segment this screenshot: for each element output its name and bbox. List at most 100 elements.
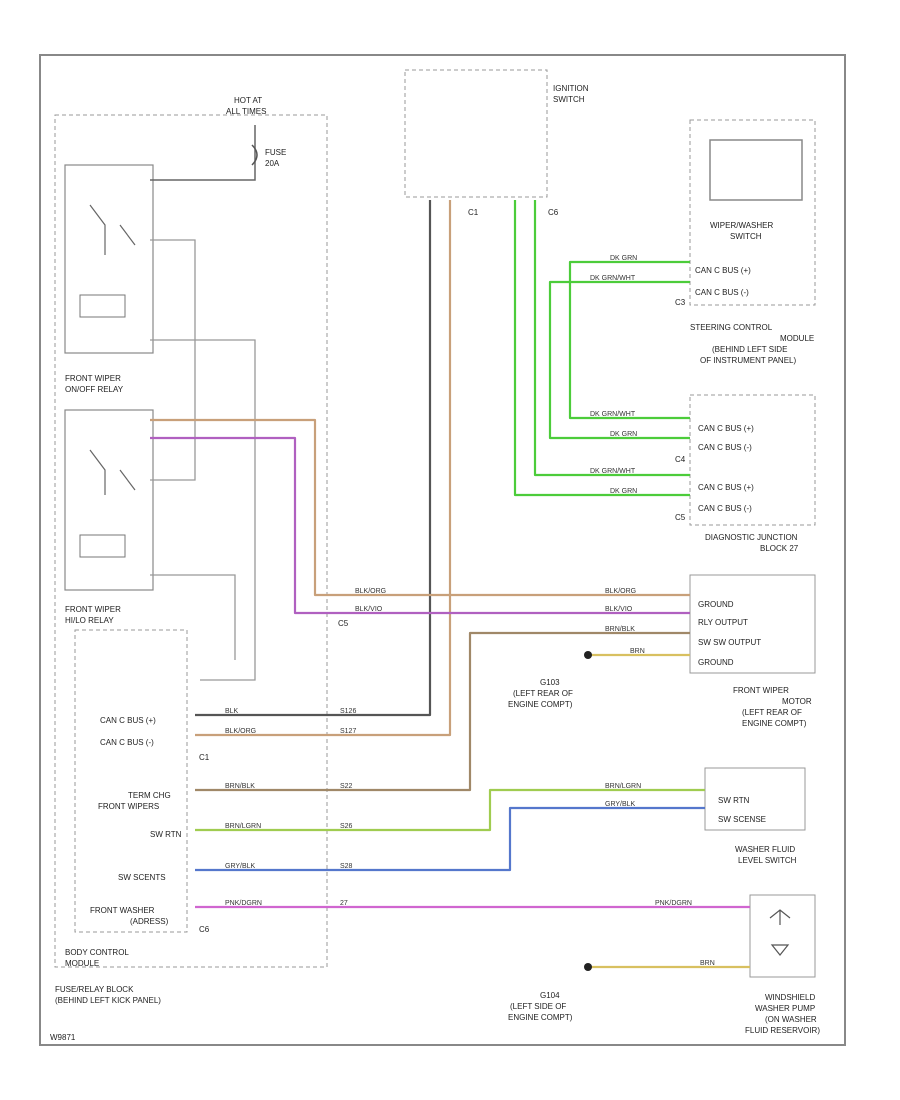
washer-fluid-switch-box	[704, 767, 806, 831]
on-off-relay-coil	[79, 294, 126, 318]
label-djb-can-minus-2: CAN C BUS (-)	[698, 504, 752, 513]
wlbl-dk-grn-wht-2: DK GRN/WHT	[590, 411, 636, 418]
wlbl-splice-5: S28	[340, 863, 353, 870]
ignition-switch-outline	[404, 69, 548, 198]
wlbl-brn-lgrn-sw: BRN/LGRN	[605, 783, 641, 790]
label-bcm-washer-1: FRONT WASHER	[90, 906, 155, 915]
label-relay1-1: FRONT WIPER	[65, 374, 121, 383]
wlbl-dk-grn-3: DK GRN	[610, 488, 637, 495]
wlbl-blk: BLK	[225, 708, 239, 715]
on-off-relay-box	[64, 164, 154, 354]
wire-grn-sw-1	[568, 260, 690, 420]
wlbl-pnk-dgrn-bcm: PNK/DGRN	[225, 900, 262, 907]
wlbl-brn-g104: BRN	[700, 960, 715, 967]
label-bcm-can-minus: CAN C BUS (-)	[100, 738, 154, 747]
washer-pump-box	[749, 894, 816, 978]
wlbl-splice-6: 27	[340, 900, 348, 907]
ground-g104-symbol	[584, 963, 592, 971]
label-motor-4: ENGINE COMPT)	[742, 719, 807, 728]
label-bcm-1: BODY CONTROL	[65, 948, 129, 957]
label-washer-sw-rtn: SW RTN	[718, 796, 750, 805]
body-control-module-outline	[74, 629, 188, 933]
label-washer-fluid-1: WASHER FLUID	[735, 845, 795, 854]
label-bcm-c1: C1	[199, 753, 210, 762]
label-motor-rly-output: RLY OUTPUT	[698, 618, 748, 627]
wlbl-dk-grn-wht-1: DK GRN/WHT	[590, 275, 636, 282]
label-bcm-can-plus: CAN C BUS (+)	[100, 716, 156, 725]
wire-grn-ign-1	[513, 200, 690, 497]
label-motor-ground-1: GROUND	[698, 600, 734, 609]
label-bcm-c6: C6	[199, 925, 210, 934]
wlbl-brn-blk-motor: BRN/BLK	[605, 626, 635, 633]
wlbl-gry-blk-sw: GRY/BLK	[605, 801, 636, 808]
label-fuse-block-1: FUSE/RELAY BLOCK	[55, 985, 134, 994]
hi-lo-relay-contacts	[89, 449, 136, 495]
label-pump-3: (ON WASHER	[765, 1015, 817, 1024]
label-g103-2: (LEFT REAR OF	[513, 689, 573, 698]
label-motor-2: MOTOR	[782, 697, 812, 706]
wire-blu-sw-sense	[195, 806, 705, 872]
wlbl-dk-grn-wht-3: DK GRN/WHT	[590, 468, 636, 475]
wire-blk-vio-motor	[150, 436, 690, 615]
wlbl-blk-org-motor-2: BLK/ORG	[605, 588, 636, 595]
label-pump-1: WINDSHIELD	[765, 993, 815, 1002]
label-wiper-washer-2: SWITCH	[730, 232, 762, 241]
label-all-times: ALL TIMES	[226, 107, 266, 116]
label-ignition-1: IGNITION	[553, 84, 589, 93]
wlbl-blk-org: BLK/ORG	[225, 728, 256, 735]
text-labels: HOT AT ALL TIMES FUSE 20A IGNITION SWITC…	[50, 84, 820, 1042]
front-wiper-motor-box	[689, 574, 816, 674]
label-sw-can-minus: CAN C BUS (-)	[695, 288, 749, 297]
label-c4-djb: C4	[675, 455, 686, 464]
label-bcm-sw-rtn: SW RTN	[150, 830, 182, 839]
hi-lo-relay-box	[64, 409, 154, 591]
label-steering-3: (BEHIND LEFT SIDE	[712, 345, 787, 354]
label-djb-1: DIAGNOSTIC JUNCTION	[705, 533, 798, 542]
relay-wire-2	[150, 339, 256, 681]
label-g103-3: ENGINE COMPT)	[508, 700, 573, 709]
fuse-element	[251, 144, 258, 166]
label-djb-can-plus-1: CAN C BUS (+)	[698, 424, 754, 433]
wire-tan-can-minus	[195, 200, 452, 737]
label-c3-sw: C3	[675, 298, 686, 307]
relay-wire-1	[150, 239, 196, 481]
wlbl-splice-4: S26	[340, 823, 353, 830]
wiper-washer-switch-outline	[689, 119, 816, 306]
label-sw-can-plus: CAN C BUS (+)	[695, 266, 751, 275]
label-ignition-2: SWITCH	[553, 95, 585, 104]
label-fuse-block-2: (BEHIND LEFT KICK PANEL)	[55, 996, 161, 1005]
label-djb-can-minus-1: CAN C BUS (-)	[698, 443, 752, 452]
wlbl-gry-blk: GRY/BLK	[225, 863, 256, 870]
wiper-washer-switch-display	[709, 139, 803, 201]
wlbl-blk-org-motor: BLK/ORG	[355, 588, 386, 595]
washer-pump-symbol	[769, 909, 791, 956]
wlbl-blk-vio-motor-2: BLK/VIO	[605, 606, 633, 613]
wlbl-brn-blk: BRN/BLK	[225, 783, 255, 790]
label-motor-ground-2: GROUND	[698, 658, 734, 667]
label-hot-at: HOT AT	[234, 96, 262, 105]
label-g104-3: ENGINE COMPT)	[508, 1013, 573, 1022]
diagram-frame	[39, 54, 846, 1046]
wire-blk-can-plus	[195, 200, 432, 717]
wlbl-brn-g103: BRN	[630, 648, 645, 655]
fuse-symbol	[150, 125, 256, 181]
label-c5-fuseblock: C5	[338, 619, 349, 628]
label-washer-fluid-2: LEVEL SWITCH	[738, 856, 797, 865]
label-g103-1: G103	[540, 678, 560, 687]
label-bcm-2: MODULE	[65, 959, 99, 968]
label-relay2-2: HI/LO RELAY	[65, 616, 114, 625]
fuse-relay-block-outline	[54, 114, 328, 968]
wlbl-brn-lgrn: BRN/LGRN	[225, 823, 261, 830]
label-djb-can-plus-2: CAN C BUS (+)	[698, 483, 754, 492]
label-bcm-term-chg-1: TERM CHG	[128, 791, 171, 800]
label-c6-ignition: C6	[548, 208, 559, 217]
wlbl-dk-grn-2: DK GRN	[610, 431, 637, 438]
wlbl-pnk-dgrn-pump: PNK/DGRN	[655, 900, 692, 907]
label-pump-4: FLUID RESERVOIR)	[745, 1026, 820, 1035]
on-off-relay-contacts	[89, 204, 136, 255]
label-pump-2: WASHER PUMP	[755, 1004, 815, 1013]
label-motor-3: (LEFT REAR OF	[742, 708, 802, 717]
label-steering-1: STEERING CONTROL	[690, 323, 773, 332]
label-g104-1: G104	[540, 991, 560, 1000]
